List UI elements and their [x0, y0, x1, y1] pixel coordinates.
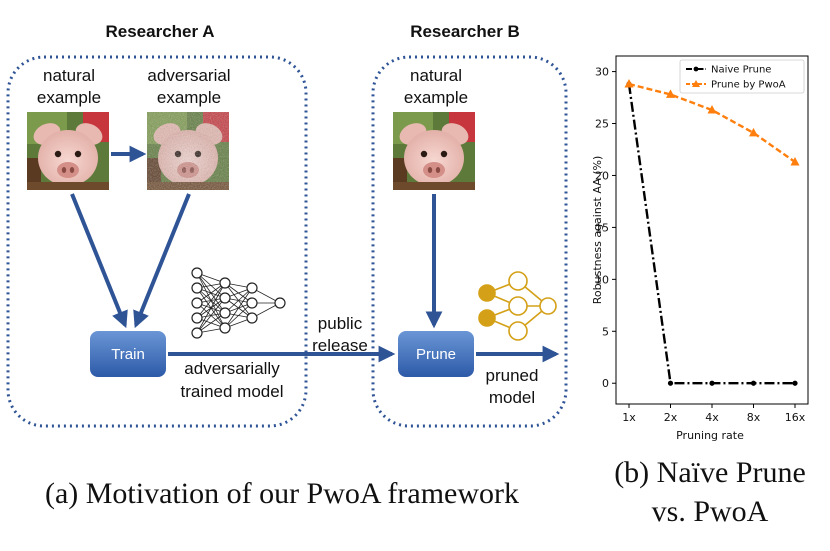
- x-tick-label: 4x: [705, 411, 719, 424]
- natural-label-line2: example: [37, 88, 101, 107]
- nn-edge: [196, 312, 226, 334]
- release-label-line1: public: [318, 314, 363, 333]
- train-button: Train: [90, 331, 166, 377]
- pig-photo-natural-a: [27, 112, 109, 190]
- natural-label-b-line1: natural: [410, 66, 462, 85]
- nn-node: [191, 267, 203, 279]
- nn-node: [274, 297, 286, 309]
- train-label: Train: [111, 346, 145, 363]
- nn-node: [191, 282, 203, 294]
- researcher-b-panel: [371, 55, 568, 428]
- chart-legend: Naive Prune Prune by PwoA: [679, 59, 805, 94]
- pruned-label-line2: model: [489, 388, 535, 407]
- adversarial-label-line1: adversarial: [147, 66, 230, 85]
- y-tick-label: 5: [602, 325, 609, 338]
- pwoa-point: [707, 105, 717, 114]
- pruned-hidden-node: [508, 271, 528, 291]
- robustness-chart: 0 5 10 15 20 25 30 1x 2x 4x 8x 16x Pruning rate Ro…: [591, 55, 809, 442]
- y-tick-label: 30: [595, 66, 609, 79]
- y-tick-label: 25: [595, 118, 609, 131]
- nn-edge: [196, 282, 226, 334]
- pruned-input-node: [478, 309, 496, 327]
- y-tick-label: 15: [595, 221, 609, 234]
- pruned-hidden-node: [508, 321, 528, 341]
- x-tick-label: 16x: [785, 411, 806, 424]
- naive-point: [792, 380, 798, 386]
- model-label-line1: adversarially: [184, 359, 280, 378]
- adversarial-label-line2: example: [157, 88, 221, 107]
- adversarial-to-train-arrow: [133, 193, 191, 329]
- nn-node: [246, 297, 258, 309]
- pruned-hidden-node: [508, 296, 528, 316]
- nn-edge: [224, 302, 253, 329]
- nn-node: [219, 277, 231, 289]
- caption-b-line2: vs. PwoA: [652, 495, 769, 528]
- pwoa-point: [624, 79, 634, 88]
- x-tick-label: 1x: [622, 411, 636, 424]
- pwoa-point: [666, 89, 675, 98]
- chart-x-axis: 1x 2x 4x 8x 16x: [622, 404, 806, 424]
- nn-node: [246, 312, 258, 324]
- prune-button: Prune: [398, 331, 474, 377]
- nn-edge: [224, 287, 253, 329]
- nn-node: [191, 297, 203, 309]
- legend-marker-pwoa: [692, 80, 700, 87]
- pwoa-point: [790, 156, 800, 166]
- pruned-network-icon: [478, 271, 557, 341]
- naive-point: [709, 380, 715, 386]
- nn-node: [219, 292, 231, 304]
- series-line-naive: [627, 83, 795, 385]
- pwoa-point: [749, 127, 758, 137]
- pig-photo-natural-b: [393, 112, 475, 190]
- nn-node: [191, 312, 203, 324]
- caption-b-line1: (b) Naïve Prune: [614, 456, 806, 489]
- y-tick-label: 20: [595, 169, 609, 182]
- chart-series-layer: [624, 79, 800, 386]
- natural-to-train-arrow: [70, 193, 128, 329]
- pruned-output-node: [539, 297, 557, 315]
- pruned-label-line1: pruned: [486, 366, 539, 385]
- caption-a: (a) Motivation of our PwoA framework: [45, 477, 519, 510]
- nn-node: [191, 327, 203, 339]
- nn-edge: [224, 287, 253, 314]
- x-tick-label: 2x: [664, 411, 678, 424]
- nn-edge: [196, 282, 226, 319]
- x-tick-label: 8x: [747, 411, 761, 424]
- nn-node: [219, 307, 231, 319]
- nn-node: [246, 282, 258, 294]
- researcher-b-title: Researcher B: [410, 22, 520, 41]
- nn-edge: [196, 282, 226, 304]
- pruned-input-node: [478, 284, 496, 302]
- researcher-a-title: Researcher A: [106, 22, 215, 41]
- pig-photo-adversarial: [147, 112, 229, 190]
- chart-x-label: Pruning rate: [676, 429, 744, 442]
- neural-network-icon: [191, 267, 286, 339]
- chart-y-label: Robustness against AA (%): [591, 156, 604, 305]
- naive-point: [750, 380, 757, 386]
- y-tick-label: 0: [602, 377, 609, 390]
- legend-marker-naive: [693, 66, 699, 72]
- model-label-line2: trained model: [180, 382, 283, 401]
- legend-label-pwoa: Prune by PwoA: [711, 80, 786, 91]
- natural-label-line1: natural: [43, 66, 95, 85]
- legend-label-naive: Naive Prune: [711, 65, 771, 76]
- series-line-pwoa: [628, 82, 796, 163]
- release-label-line2: release: [312, 336, 368, 355]
- naive-point: [667, 380, 674, 386]
- chart-y-axis: 0 5 10 15 20 25 30: [595, 66, 616, 390]
- natural-label-b-line2: example: [404, 88, 468, 107]
- prune-label: Prune: [416, 346, 456, 363]
- nn-edge: [196, 297, 226, 334]
- nn-node: [219, 322, 231, 334]
- y-tick-label: 10: [595, 273, 609, 286]
